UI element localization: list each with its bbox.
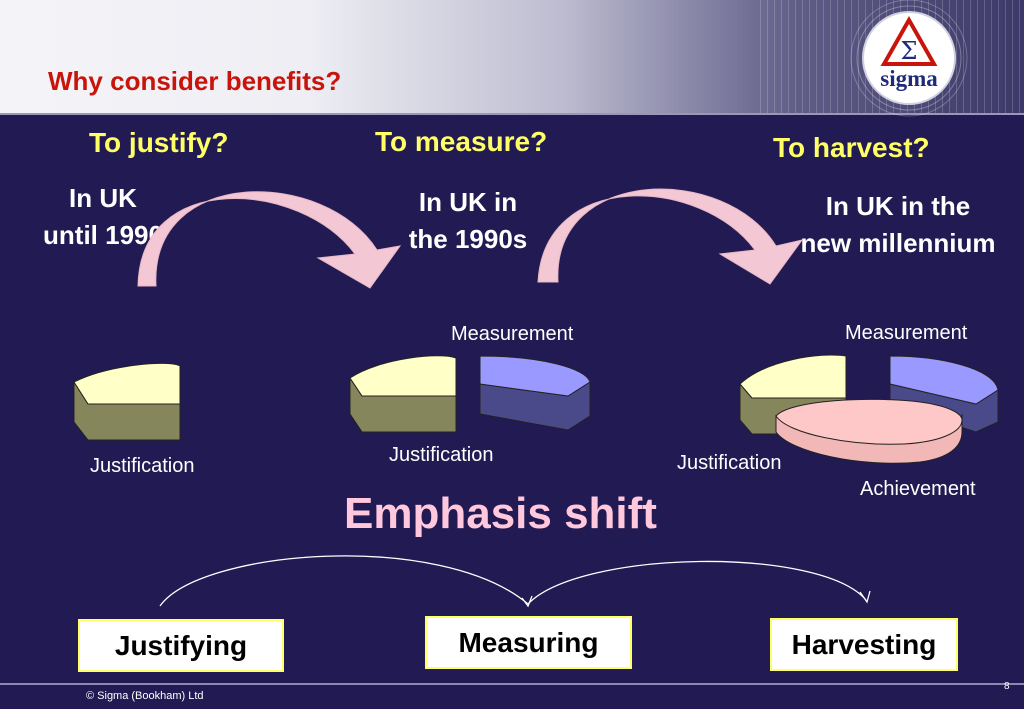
- stage-harvesting-label: Harvesting: [791, 628, 937, 660]
- shift-arc-1: [159, 555, 529, 607]
- footer-rule: [0, 683, 1024, 685]
- stage-measuring-label: Measuring: [458, 626, 599, 658]
- pie2-label-measurement: Measurement: [451, 323, 574, 345]
- header-rule: [0, 113, 1024, 115]
- emphasis-shift-heading: Emphasis shift: [344, 489, 657, 538]
- stage-measuring: Measuring: [425, 616, 632, 669]
- pie-slice-justification: [73, 362, 181, 405]
- pie1-label-justification: Justification: [90, 455, 195, 477]
- curved-arrow-2: [537, 188, 804, 285]
- pie2-label-justification: Justification: [389, 444, 494, 466]
- pie3-label-measurement: Measurement: [845, 322, 968, 344]
- pie-slice-justification: [349, 355, 457, 397]
- pie-chart-1: [73, 362, 181, 441]
- pie-slice-achievement: [775, 398, 963, 445]
- shift-arc-1-head: [521, 595, 533, 608]
- stage-harvesting: Harvesting: [770, 618, 958, 671]
- pie3-label-justification: Justification: [677, 452, 782, 474]
- shift-arc-2: [527, 560, 867, 605]
- sigma-symbol: Σ: [901, 37, 918, 65]
- era-until-1990: In UK until 1990: [43, 183, 163, 250]
- page-number: 8: [1004, 681, 1010, 692]
- pie-slice-measurement: [479, 355, 591, 397]
- era-new-millennium: In UK in the new millennium: [800, 191, 996, 258]
- question-justify: To justify?: [89, 127, 229, 158]
- pie-chart-3: [739, 354, 999, 464]
- pie-slice-measurement: [889, 355, 999, 405]
- pie3-label-achievement: Achievement: [860, 478, 976, 500]
- era-1990s: In UK in the 1990s: [408, 187, 528, 254]
- shift-arc-2-head: [859, 590, 871, 604]
- stage-justifying-label: Justifying: [114, 629, 248, 661]
- pie-slice-justification: [739, 354, 847, 399]
- sigma-triangle: [880, 15, 938, 66]
- sigma-wordmark: sigma: [880, 66, 938, 91]
- stage-justifying: Justifying: [78, 619, 284, 672]
- question-harvest: To harvest?: [773, 132, 930, 163]
- pie-chart-2: [349, 355, 591, 433]
- curved-arrow-1: [137, 191, 402, 289]
- question-measure: To measure?: [375, 126, 548, 157]
- footer-copyright: © Sigma (Bookham) Ltd: [86, 690, 204, 702]
- slide-title: Why consider benefits?: [48, 66, 342, 96]
